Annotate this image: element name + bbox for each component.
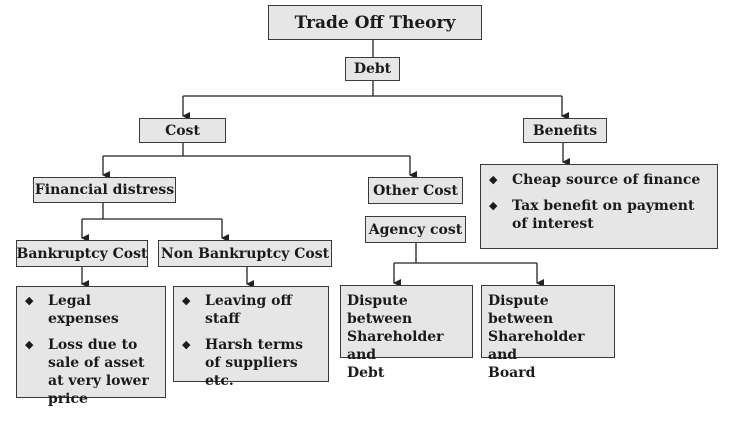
agency-cost-node: Agency cost xyxy=(365,216,466,243)
dispute-shareholder-board-node: Dispute between Shareholder and Board xyxy=(481,285,615,381)
bullet-icon: ◆ xyxy=(182,338,191,351)
dispute-line: Debt xyxy=(347,365,385,381)
non-bankruptcy-item: ◆Leaving off staff xyxy=(182,293,292,327)
bankruptcy-list: ◆Legal expenses ◆Loss due to sale of ass… xyxy=(16,286,166,407)
dispute-line: Dispute between xyxy=(347,293,413,327)
bullet-icon: ◆ xyxy=(25,338,34,351)
dispute-line: Shareholder and xyxy=(488,329,585,363)
bullet-icon: ◆ xyxy=(25,294,34,307)
debt-node: Debt xyxy=(345,57,400,81)
title-node: Trade Off Theory xyxy=(268,5,482,40)
dispute-line: Shareholder and xyxy=(347,329,444,363)
non-bankruptcy-cost-node: Non Bankruptcy Cost xyxy=(158,240,332,267)
non-bankruptcy-item: ◆Harsh terms of suppliers etc. xyxy=(182,337,304,389)
benefit-item: ◆Tax benefit on payment of interest xyxy=(489,198,695,232)
bankruptcy-item: ◆Loss due to sale of asset at very lower… xyxy=(25,337,149,407)
non-bankruptcy-list: ◆Leaving off staff ◆Harsh terms of suppl… xyxy=(173,286,329,389)
bankruptcy-cost-node: Bankruptcy Cost xyxy=(16,240,148,267)
dispute-line: Dispute between xyxy=(488,293,554,327)
financial-distress-node: Financial distress xyxy=(33,177,176,203)
dispute-line: Board xyxy=(488,365,536,381)
dispute-shareholder-debt-node: Dispute between Shareholder and Debt xyxy=(340,285,473,381)
bullet-icon: ◆ xyxy=(489,199,498,212)
bankruptcy-item: ◆Legal expenses xyxy=(25,293,119,327)
bullet-icon: ◆ xyxy=(489,173,498,186)
benefits-list: ◆Cheap source of finance ◆Tax benefit on… xyxy=(480,164,718,249)
bullet-icon: ◆ xyxy=(182,294,191,307)
other-cost-node: Other Cost xyxy=(368,177,463,204)
cost-node: Cost xyxy=(139,118,226,143)
benefits-node: Benefits xyxy=(523,118,607,143)
benefit-item: ◆Cheap source of finance xyxy=(489,172,701,188)
